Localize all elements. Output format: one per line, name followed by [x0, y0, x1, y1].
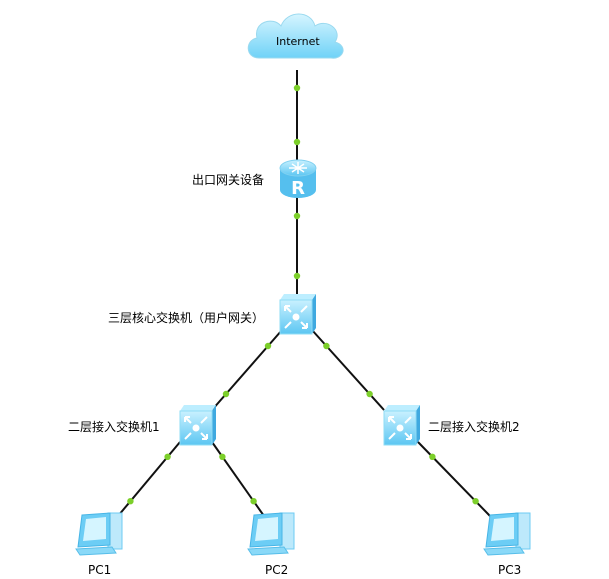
- port-indicator: [222, 390, 230, 398]
- pc1-pc-icon[interactable]: [75, 512, 123, 556]
- port-indicator: [323, 342, 330, 350]
- port-indicator: [264, 342, 272, 350]
- port-indicator: [293, 84, 301, 92]
- port-indicator: [250, 498, 257, 505]
- port-indicator: [429, 453, 436, 460]
- port-indicator: [472, 498, 479, 505]
- core-switch-icon[interactable]: [279, 294, 316, 335]
- pc3-pc-icon[interactable]: [483, 512, 531, 556]
- link-access1-pc2[interactable]: [211, 441, 265, 517]
- pc2-pc-icon[interactable]: [247, 512, 295, 556]
- access-switch-1-label: 二层接入交换机1: [68, 420, 160, 434]
- link-core-access2[interactable]: [311, 329, 385, 411]
- port-indicator: [219, 453, 226, 460]
- access2-switch-icon[interactable]: [383, 405, 420, 446]
- core-switch-label: 三层核心交换机（用户网关）: [108, 311, 265, 325]
- link-access1-pc1[interactable]: [117, 441, 181, 517]
- access1-switch-icon[interactable]: [179, 405, 216, 446]
- link-access2-pc3[interactable]: [417, 441, 491, 517]
- pc3-label: PC3: [498, 563, 522, 577]
- port-indicator: [164, 453, 171, 460]
- svg-text:R: R: [291, 178, 305, 199]
- port-indicator: [127, 498, 134, 505]
- internet-cloud-icon[interactable]: [247, 13, 344, 59]
- access-switch-2-label: 二层接入交换机2: [428, 420, 520, 434]
- pc1-label: PC1: [88, 563, 112, 577]
- gateway-label: 出口网关设备: [192, 173, 265, 187]
- link-core-access1[interactable]: [211, 329, 283, 411]
- port-indicator: [293, 272, 301, 280]
- internet-label: Internet: [276, 35, 320, 48]
- pc2-label: PC2: [265, 563, 289, 577]
- gateway-router-icon[interactable]: R: [279, 159, 317, 199]
- port-indicator: [293, 138, 301, 146]
- port-indicator: [293, 212, 301, 220]
- port-indicator: [366, 390, 373, 398]
